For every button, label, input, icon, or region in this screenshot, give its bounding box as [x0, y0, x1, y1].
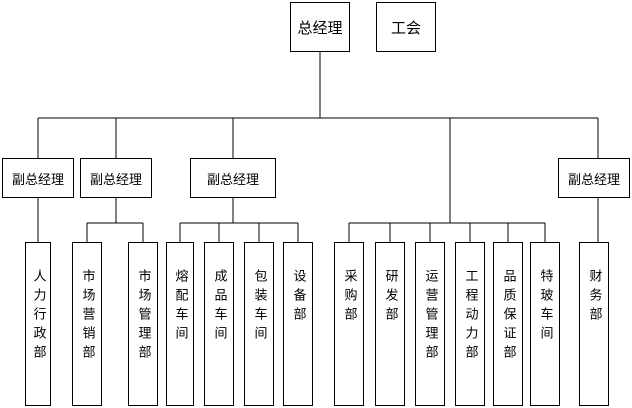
- department-box: 市场营销部: [72, 242, 102, 406]
- department-label: 品质保证部: [500, 269, 516, 364]
- department-label: 包装车间: [251, 269, 267, 345]
- department-box: 研发部: [375, 242, 405, 406]
- department-label: 特玻车间: [537, 269, 553, 345]
- department-label: 工程动力部: [462, 269, 478, 364]
- department-box: 品质保证部: [493, 242, 523, 406]
- department-box: 财务部: [579, 242, 609, 406]
- department-box: 设备部: [283, 242, 313, 406]
- department-box: 成品车间: [204, 242, 234, 406]
- department-box: 熔配车间: [166, 242, 194, 406]
- general-manager-box: 总经理: [290, 2, 350, 52]
- department-label: 财务部: [586, 269, 602, 326]
- department-label: 研发部: [382, 269, 398, 326]
- department-box: 运营管理部: [415, 242, 445, 406]
- department-label: 市场管理部: [135, 269, 151, 364]
- department-label: 市场营销部: [79, 269, 95, 364]
- vice-manager-box-1: 副总经理: [2, 158, 74, 198]
- department-box: 人力行政部: [25, 242, 51, 406]
- department-label: 设备部: [290, 269, 306, 326]
- department-label: 熔配车间: [172, 269, 188, 345]
- department-box: 工程动力部: [455, 242, 485, 406]
- department-box: 包装车间: [244, 242, 274, 406]
- union-box: 工会: [376, 2, 436, 52]
- department-label: 成品车间: [211, 269, 227, 345]
- department-box: 特玻车间: [530, 242, 560, 406]
- department-label: 采购部: [341, 269, 357, 326]
- vice-manager-box-4: 副总经理: [558, 158, 630, 198]
- department-label: 运营管理部: [422, 269, 438, 364]
- vice-manager-box-3: 副总经理: [190, 158, 276, 198]
- department-label: 人力行政部: [30, 269, 46, 364]
- department-box: 市场管理部: [128, 242, 158, 406]
- department-box: 采购部: [334, 242, 364, 406]
- vice-manager-box-2: 副总经理: [80, 158, 152, 198]
